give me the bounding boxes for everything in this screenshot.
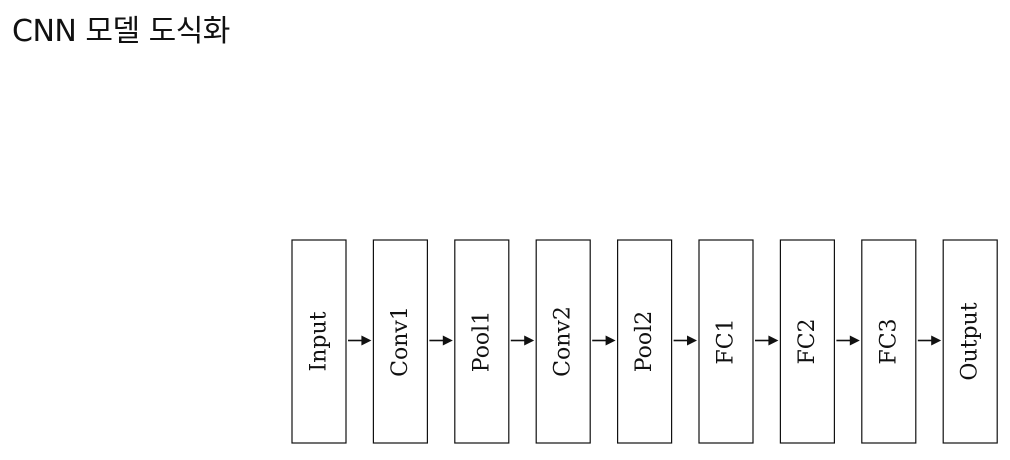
arrow-pool1-to-conv2	[510, 335, 535, 346]
layer-label-fc3: FC3	[876, 318, 901, 364]
arrowhead-icon	[442, 335, 453, 346]
arrow-conv1-to-pool1	[429, 335, 453, 346]
arrowhead-icon	[524, 335, 535, 346]
layer-label-pool1: Pool1	[469, 311, 494, 372]
arrowhead-icon	[687, 335, 697, 346]
layer-box-fc3: FC3	[861, 239, 917, 444]
arrowhead-icon	[361, 335, 372, 346]
arrowhead-icon	[849, 335, 860, 346]
arrow-conv2-to-pool2	[592, 335, 616, 346]
arrow-input-to-conv1	[348, 335, 372, 346]
layer-box-outline	[779, 239, 836, 444]
layer-label-conv1: Conv1	[388, 306, 413, 377]
page-title: CNN 모델 도식화	[12, 14, 230, 49]
layer-boxes: Input Conv1 Pool1 Conv2 Pool2 FC1 FC2 FC3 Output	[291, 239, 998, 444]
arrowhead-icon	[768, 335, 779, 346]
arrowhead-icon	[605, 335, 616, 346]
layer-box-outline	[454, 239, 510, 444]
layer-box-conv1: Conv1	[372, 239, 428, 444]
layer-box-outline	[372, 239, 428, 444]
layer-box-conv2: Conv2	[535, 239, 591, 444]
layer-box-outline	[698, 239, 754, 444]
layer-label-fc1: FC1	[714, 318, 739, 364]
arrow-fc2-to-fc3	[836, 335, 860, 346]
layer-label-pool2: Pool2	[632, 311, 657, 372]
layer-box-fc1: FC1	[698, 239, 754, 444]
layer-box-outline	[616, 239, 673, 444]
layer-label-input: Input	[307, 311, 332, 371]
layer-box-fc2: FC2	[779, 239, 836, 444]
arrow-pool2-to-fc1	[673, 335, 697, 346]
layer-box-outline	[535, 239, 591, 444]
layer-box-pool2: Pool2	[616, 239, 673, 444]
layer-box-outline	[942, 239, 998, 444]
connectors	[348, 335, 942, 346]
layer-box-output: Output	[942, 239, 998, 444]
arrowhead-icon	[931, 335, 942, 346]
layer-label-output: Output	[958, 302, 983, 380]
arrow-fc1-to-fc2	[755, 335, 779, 346]
layer-box-pool1: Pool1	[454, 239, 510, 444]
layer-label-fc2: FC2	[795, 318, 820, 364]
layer-box-outline	[291, 239, 347, 444]
arrow-fc3-to-output	[917, 335, 942, 346]
layer-label-conv2: Conv2	[551, 306, 576, 377]
layer-box-outline	[861, 239, 917, 444]
layer-box-input: Input	[291, 239, 347, 444]
